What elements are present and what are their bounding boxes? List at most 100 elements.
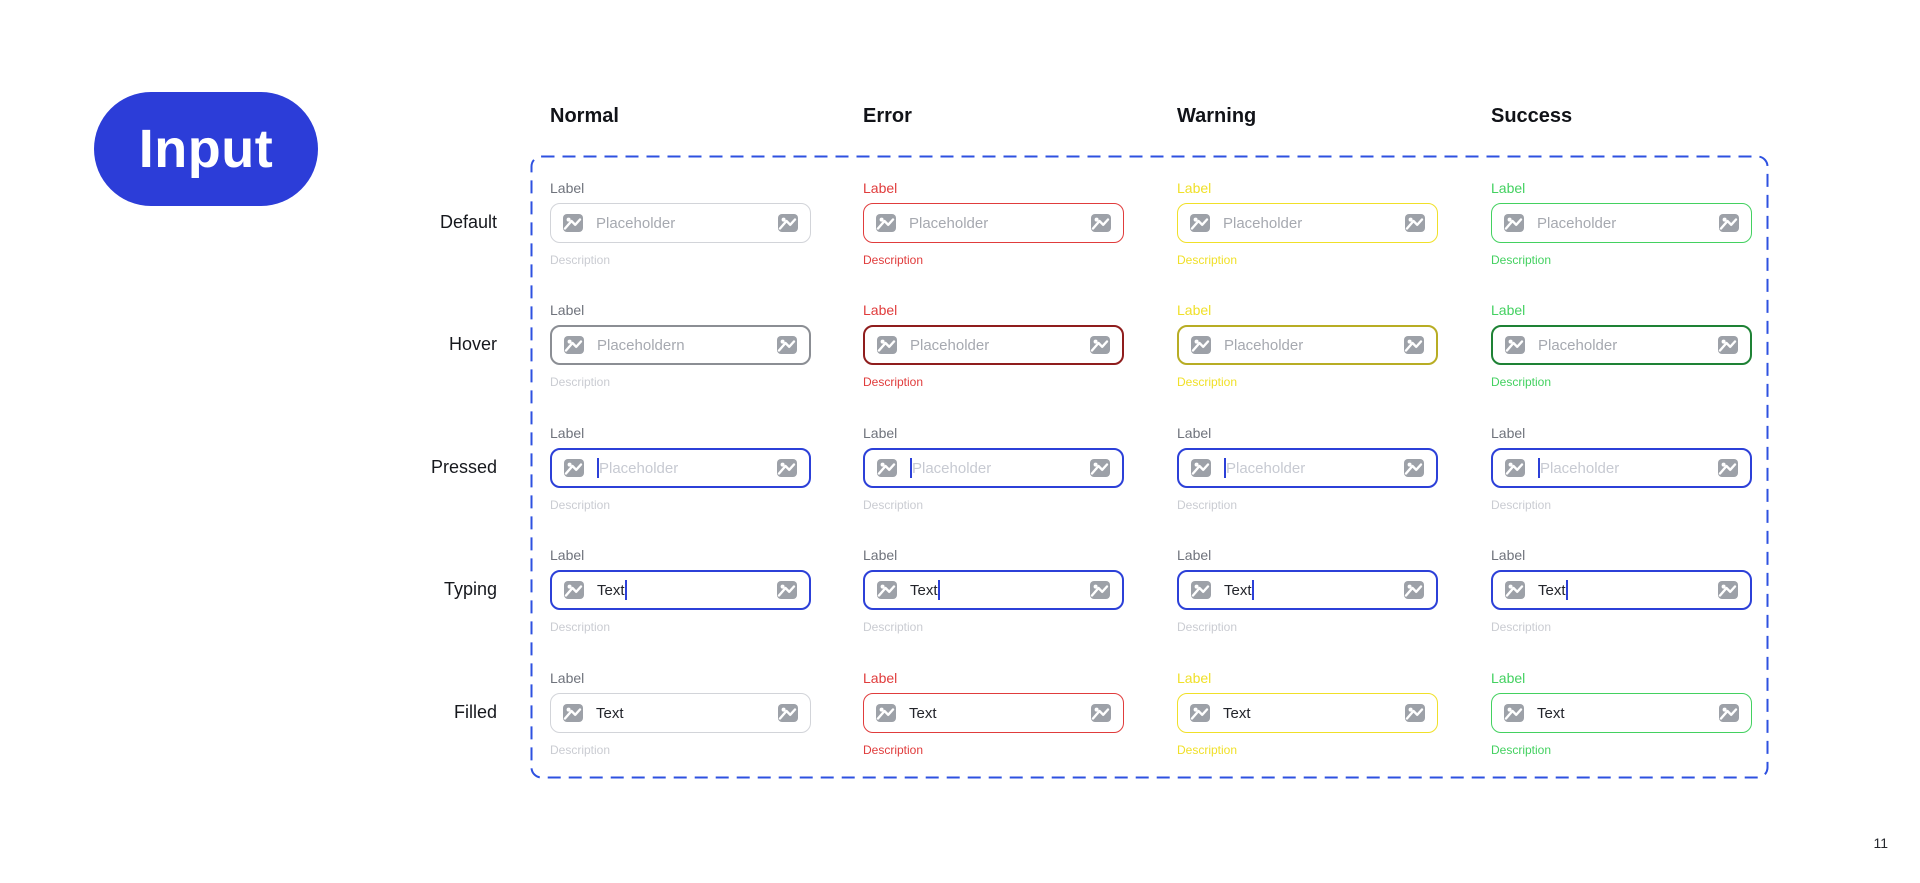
input-description: Description — [1491, 620, 1552, 634]
input-field[interactable]: Placeholder — [1491, 448, 1752, 488]
input-description: Description — [1491, 375, 1552, 389]
text-cursor — [910, 458, 912, 478]
input-description: Description — [863, 743, 924, 757]
input-badge: Input — [94, 92, 318, 206]
input-field[interactable]: Placeholder — [863, 203, 1124, 243]
input-content: Text — [909, 705, 1078, 722]
input-description: Description — [1491, 253, 1552, 267]
input-content: Text — [1223, 705, 1392, 722]
input-label: Label — [1491, 302, 1526, 318]
input-content: Placeholder — [1537, 215, 1706, 232]
input-label: Label — [863, 670, 898, 686]
row-label-typing: Typing — [443, 579, 497, 599]
image-icon-leading — [563, 214, 583, 232]
input-field[interactable]: Placeholder — [1491, 325, 1752, 365]
input-cell-hover-warning: Label Placeholder Description — [1177, 302, 1438, 389]
input-label: Label — [1491, 670, 1526, 686]
input-description: Description — [1177, 620, 1238, 634]
input-cell-typing-normal: Label Text Description — [550, 547, 811, 634]
image-icon-leading — [1504, 214, 1524, 232]
input-field[interactable]: Text — [550, 693, 811, 733]
input-description: Description — [1491, 743, 1552, 757]
text-cursor — [1565, 580, 1568, 600]
input-cell-hover-error: Label Placeholder Description — [863, 302, 1124, 389]
input-cell-typing-error: Label Text Description — [863, 547, 1124, 634]
input-field[interactable]: Placeholder — [1177, 203, 1438, 243]
input-field[interactable]: Placeholder — [1177, 325, 1438, 365]
page-number: 11 — [1873, 835, 1888, 851]
input-value: Placeholder — [1538, 336, 1618, 354]
image-icon-leading — [876, 214, 896, 232]
input-field[interactable]: Placeholder — [1177, 448, 1438, 488]
input-value: Text — [909, 704, 937, 722]
column-header-success: Success — [1491, 105, 1573, 127]
image-icon-leading — [1505, 336, 1525, 354]
input-field[interactable]: Placeholder — [550, 203, 811, 243]
image-icon-trailing — [1719, 214, 1739, 232]
input-cell-filled-error: Label Text Description — [863, 670, 1124, 757]
input-description: Description — [863, 620, 924, 634]
input-label: Label — [550, 302, 585, 318]
input-value: Placeholder — [1226, 459, 1306, 477]
input-cell-hover-success: Label Placeholder Description — [1491, 302, 1752, 389]
image-icon-trailing — [1405, 704, 1425, 722]
input-description: Description — [550, 253, 611, 267]
image-icon-leading — [564, 336, 584, 354]
image-icon-trailing — [1718, 336, 1738, 354]
image-icon-leading — [1191, 459, 1211, 477]
input-field[interactable]: Text — [1177, 693, 1438, 733]
image-icon-trailing — [1719, 704, 1739, 722]
input-cell-typing-success: Label Text Description — [1491, 547, 1752, 634]
input-field[interactable]: Text — [863, 693, 1124, 733]
input-value: Text — [1537, 704, 1565, 722]
input-label: Label — [1177, 425, 1212, 441]
input-description: Description — [1177, 743, 1238, 757]
input-value: Text — [910, 581, 938, 599]
input-content: Placeholder — [596, 215, 765, 232]
input-content: Text — [1538, 580, 1705, 600]
image-icon-trailing — [777, 336, 797, 354]
input-field[interactable]: Text — [550, 570, 811, 610]
input-cell-default-warning: Label Placeholder Description — [1177, 180, 1438, 267]
column-header-error: Error — [863, 105, 912, 127]
image-icon-leading — [1191, 581, 1211, 599]
input-content: Text — [596, 705, 765, 722]
input-label: Label — [1177, 547, 1212, 563]
image-icon-trailing — [1091, 704, 1111, 722]
image-icon-trailing — [1090, 336, 1110, 354]
input-field[interactable]: Placeholder — [863, 448, 1124, 488]
input-description: Description — [1177, 498, 1238, 512]
input-value: Placeholder — [1540, 459, 1620, 477]
input-cell-filled-normal: Label Text Description — [550, 670, 811, 757]
input-content: Text — [597, 580, 764, 600]
image-icon-trailing — [1404, 459, 1424, 477]
input-value: Text — [597, 581, 625, 599]
input-field[interactable]: Placeholder — [1491, 203, 1752, 243]
input-value: Placeholder — [1223, 214, 1303, 232]
badge-label: Input — [138, 119, 274, 179]
input-field[interactable]: Text — [863, 570, 1124, 610]
input-field[interactable]: Placeholder — [863, 325, 1124, 365]
input-value: Placeholdern — [597, 336, 685, 354]
image-icon-leading — [876, 704, 896, 722]
input-field[interactable]: Placeholder — [550, 448, 811, 488]
image-icon-leading — [877, 581, 897, 599]
image-icon-trailing — [778, 704, 798, 722]
input-label: Label — [550, 425, 585, 441]
input-label: Label — [1491, 425, 1526, 441]
input-field[interactable]: Text — [1177, 570, 1438, 610]
input-cell-typing-warning: Label Text Description — [1177, 547, 1438, 634]
input-content: Placeholdern — [597, 337, 764, 354]
text-cursor — [1224, 458, 1226, 478]
input-field[interactable]: Text — [1491, 693, 1752, 733]
input-content: Placeholder — [909, 215, 1078, 232]
image-icon-leading — [564, 581, 584, 599]
image-icon-leading — [1190, 214, 1210, 232]
input-label: Label — [550, 670, 585, 686]
input-value: Placeholder — [1224, 336, 1304, 354]
input-field[interactable]: Text — [1491, 570, 1752, 610]
image-icon-trailing — [1404, 581, 1424, 599]
input-content: Placeholder — [1538, 458, 1705, 478]
image-icon-trailing — [1718, 581, 1738, 599]
input-field[interactable]: Placeholdern — [550, 325, 811, 365]
